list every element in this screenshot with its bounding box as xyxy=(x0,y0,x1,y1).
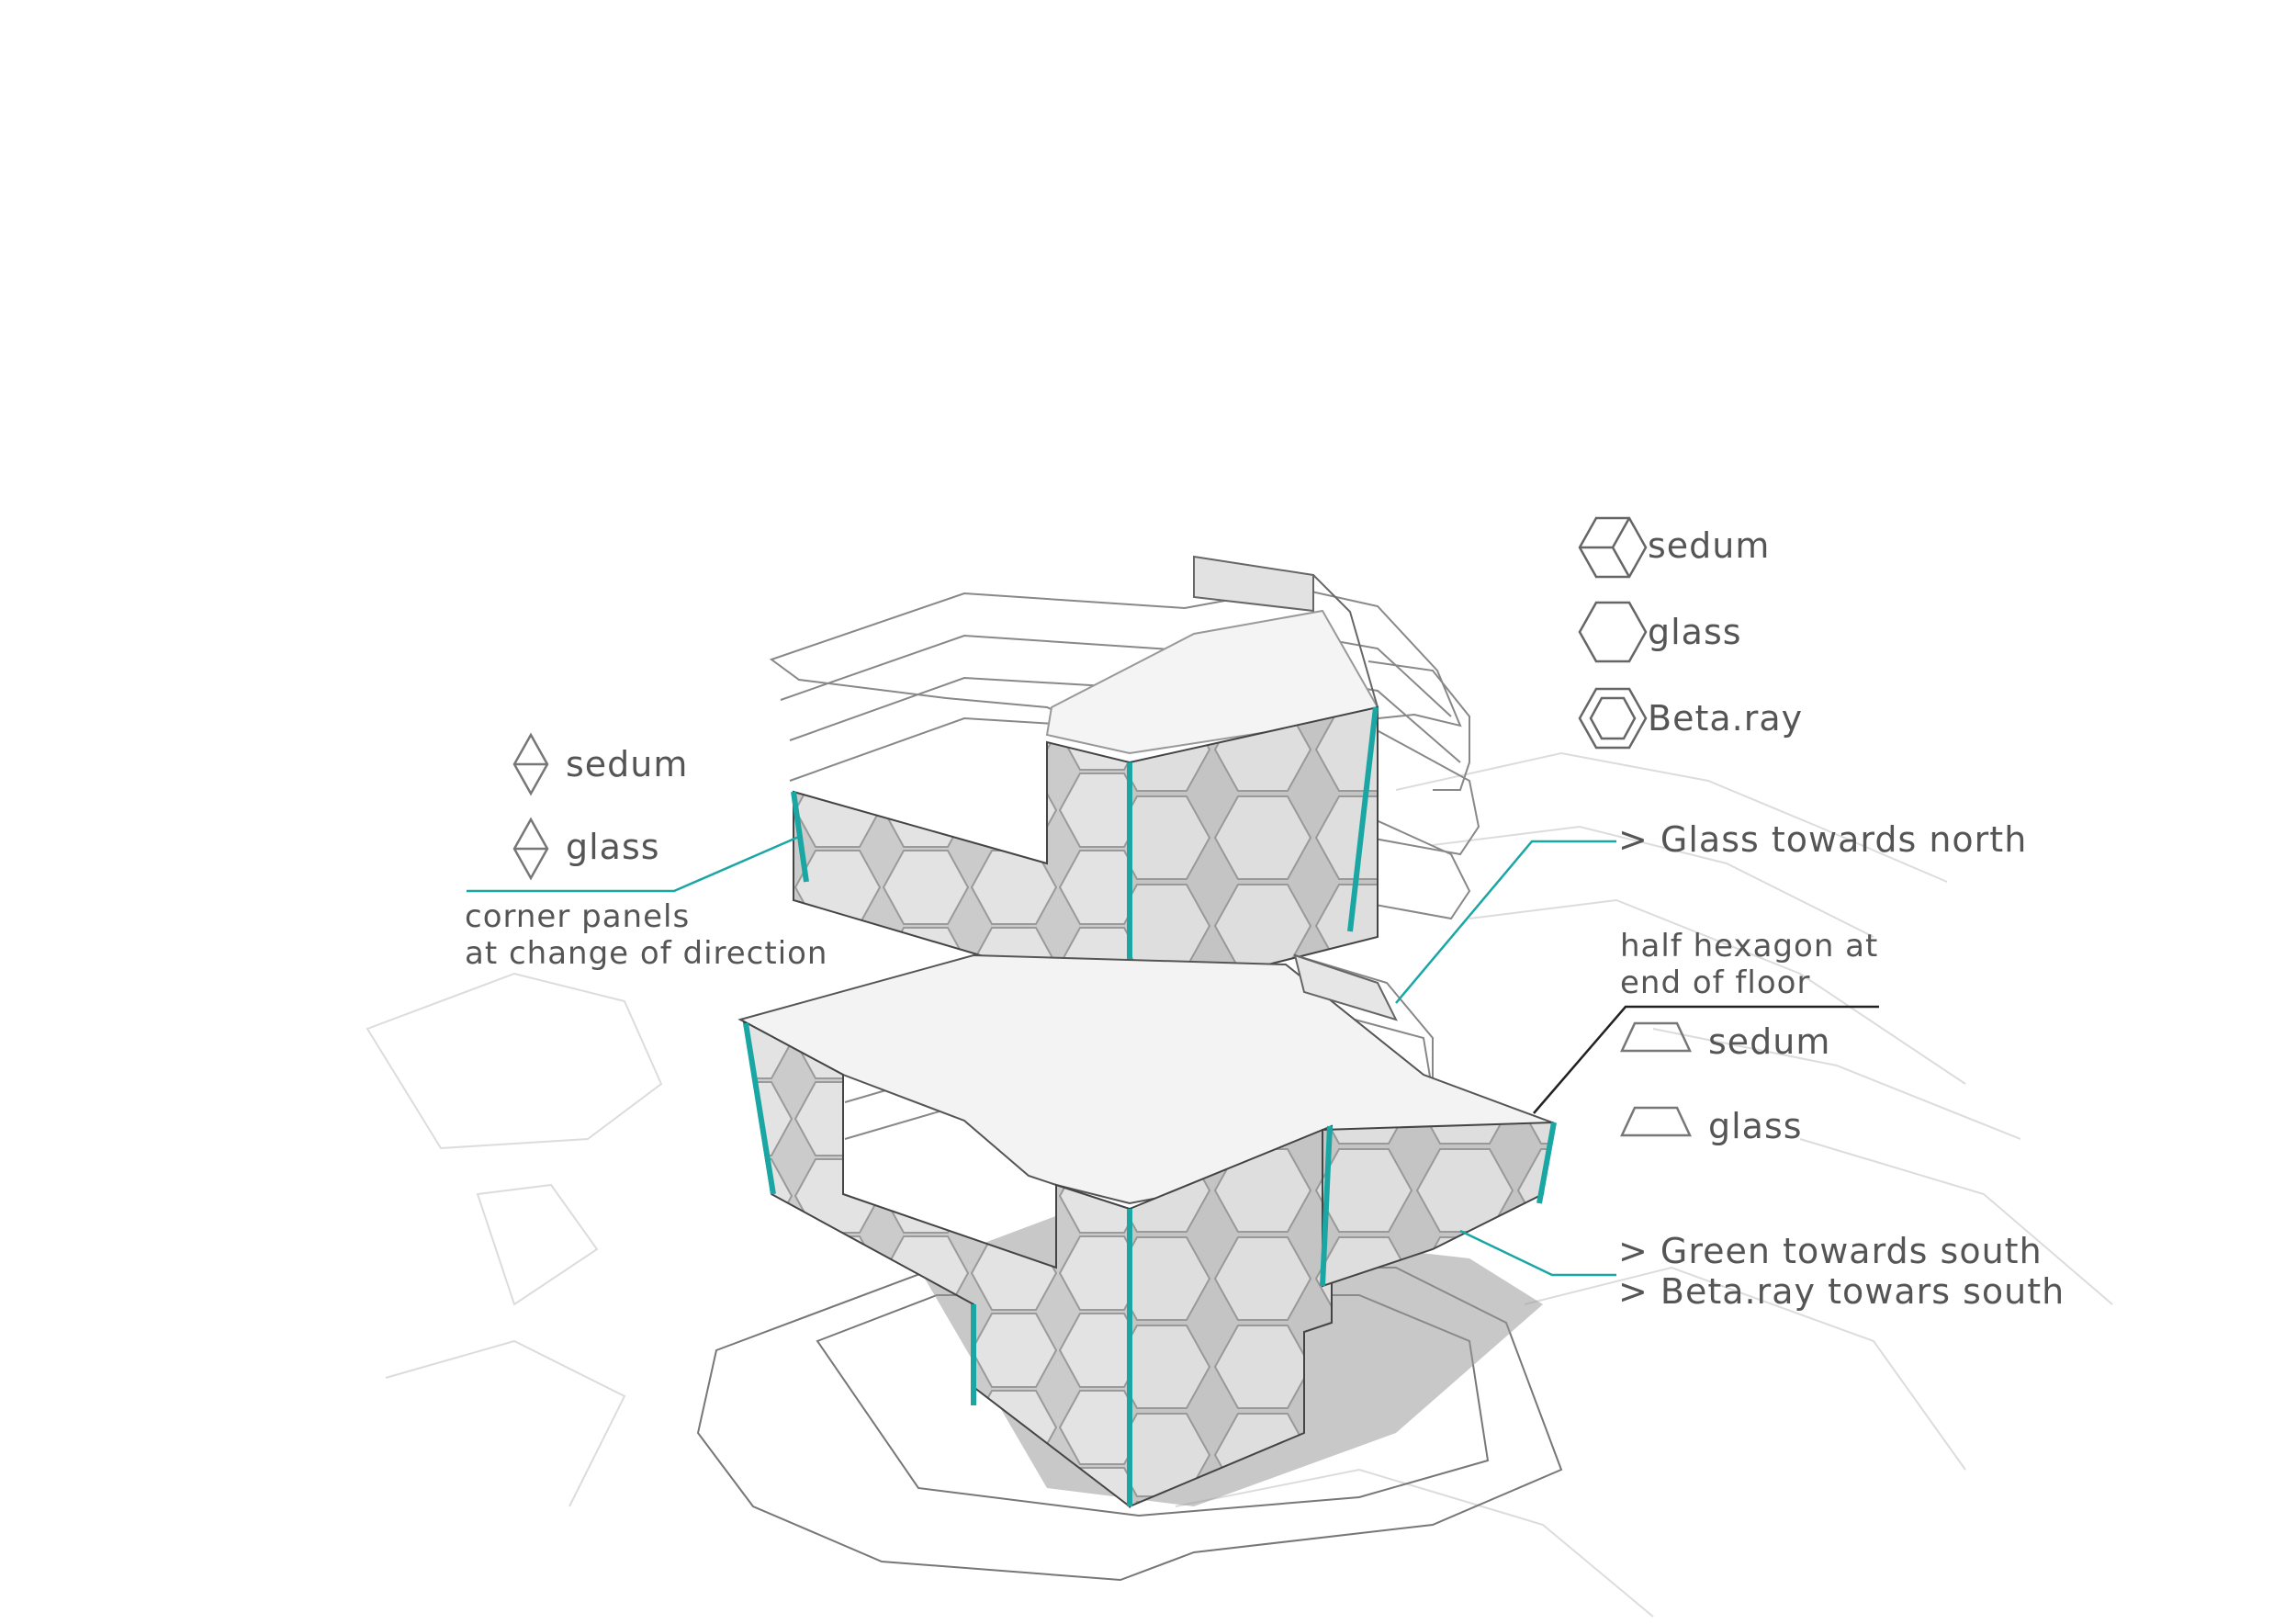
half-legend-glass-label: glass xyxy=(1708,1106,1803,1146)
glass-north-leader xyxy=(1395,840,1616,1004)
half-hexagon-note-line2: end of floor xyxy=(1620,964,1811,1001)
hexagon-cube-icon xyxy=(1578,516,1648,579)
corner-note-line1: corner panels xyxy=(465,898,691,935)
corner-legend-sedum-label: sedum xyxy=(566,744,689,784)
glass-north-note: > Glass towards north xyxy=(1618,819,2028,860)
lower-corner-panel-3 xyxy=(1320,1125,1333,1287)
half-hexagon-icon xyxy=(1620,1106,1692,1137)
half-hexagon-note-line1: half hexagon at xyxy=(1620,928,1879,964)
corner-panels-leader xyxy=(467,834,802,893)
half-hexagon-icon xyxy=(1620,1021,1692,1053)
double-hexagon-icon xyxy=(1578,687,1648,750)
upper-facade-right xyxy=(1129,705,1379,1001)
legend-glass-label: glass xyxy=(1648,612,1742,652)
lower-corner-panel-4 xyxy=(1536,1122,1557,1204)
upper-corner-panel-2 xyxy=(1347,706,1379,932)
south-leader xyxy=(1459,1229,1616,1277)
corner-note-line2: at change of direction xyxy=(465,935,828,972)
diamond-split-icon xyxy=(512,732,549,796)
legend-sedum-label: sedum xyxy=(1648,525,1771,566)
upper-roof-parapet xyxy=(1193,555,1314,613)
betaray-south-note: > Beta.ray towars south xyxy=(1618,1271,2065,1312)
legend-betaray-label: Beta.ray xyxy=(1648,698,1804,739)
lower-roof-parapet xyxy=(1293,953,1398,1021)
corner-legend-glass-label: glass xyxy=(566,827,660,867)
half-legend-sedum-label: sedum xyxy=(1708,1021,1831,1062)
diamond-split-icon xyxy=(512,817,549,881)
half-hexagon-leader xyxy=(1533,1005,1879,1114)
lower-corner-panel-1 xyxy=(743,1022,776,1195)
hexagon-icon xyxy=(1578,601,1648,663)
site-context xyxy=(366,751,2113,1618)
green-south-note: > Green towards south xyxy=(1618,1231,2043,1271)
